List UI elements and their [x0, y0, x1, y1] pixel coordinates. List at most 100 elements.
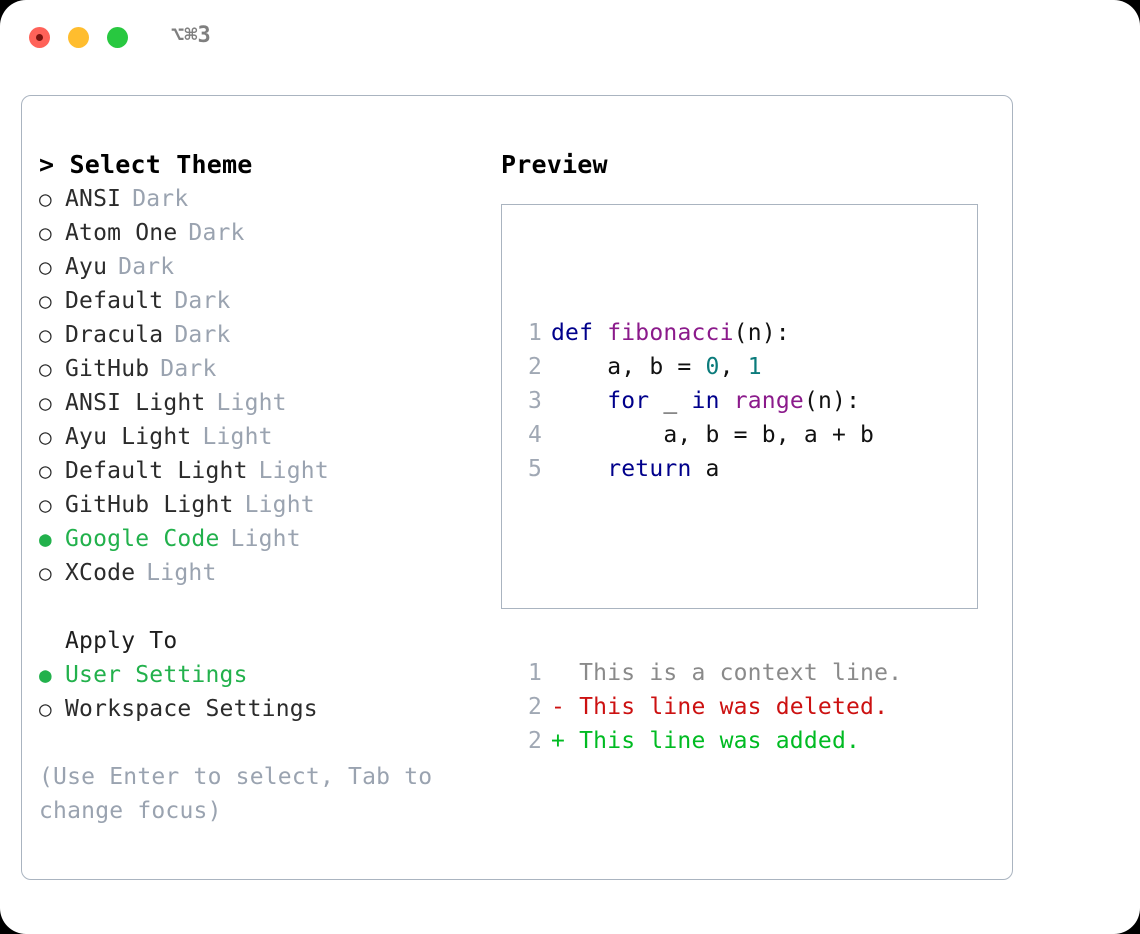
diff-text: + This line was added. — [551, 728, 861, 754]
theme-option-category: Light — [202, 424, 273, 450]
apply-to-section: Apply To ●User Settings ○ Workspace Settin… — [39, 624, 489, 726]
code-token-fn: fibonacci — [607, 320, 734, 346]
radio-unselected-icon: ○ — [39, 289, 52, 313]
code-token-kw: for — [607, 388, 650, 414]
theme-option-category: Light — [230, 526, 301, 552]
code-line: 4 a, b = b, a + b — [516, 418, 902, 452]
line-number: 5 — [527, 456, 542, 482]
radio-unselected-icon: ○ — [39, 187, 52, 211]
theme-option-label: Atom One — [65, 220, 178, 246]
line-number: 4 — [527, 422, 542, 448]
code-token-pl: a, b = b, a + b — [551, 422, 875, 448]
theme-option-category: Dark — [188, 220, 245, 246]
radio-unselected-icon: ○ — [39, 561, 52, 585]
theme-option-label: Default Light — [65, 458, 248, 484]
radio-unselected-icon: ○ — [39, 425, 52, 449]
code-token-pl: a, b = — [551, 354, 706, 380]
code-token-pl — [720, 388, 734, 414]
code-text: for _ in range(n): — [542, 388, 860, 414]
theme-option-label: ANSI — [65, 186, 122, 212]
theme-option-label: XCode — [65, 560, 136, 586]
theme-option-ansi-light[interactable]: ○ ANSI Light Light — [39, 386, 489, 420]
diff-line-ctx: 1 This is a context line. — [516, 656, 902, 690]
code-token-pl — [551, 456, 607, 482]
theme-option-label: GitHub Light — [65, 492, 234, 518]
theme-option-category: Dark — [118, 254, 175, 280]
theme-option-ayu[interactable]: ○ Ayu Dark — [39, 250, 489, 284]
code-token-pl: (n): — [733, 320, 790, 346]
theme-option-category: Light — [258, 458, 329, 484]
theme-option-google-code[interactable]: ● Google Code Light — [39, 522, 489, 556]
apply-to-list[interactable]: ●User Settings ○ Workspace Settings — [39, 658, 489, 726]
code-token-pl: _ — [649, 388, 692, 414]
line-number: 1 — [527, 660, 542, 686]
apply-to-option-workspace-settings[interactable]: ○ Workspace Settings — [39, 692, 489, 726]
theme-option-atom-one[interactable]: ○ Atom One Dark — [39, 216, 489, 250]
maximize-window-button[interactable] — [107, 27, 128, 48]
minimize-window-button[interactable] — [68, 27, 89, 48]
radio-selected-icon: ● — [39, 663, 52, 687]
theme-option-label: Dracula — [65, 322, 164, 348]
code-line: 5 return a — [516, 452, 902, 486]
theme-option-label: ANSI Light — [65, 390, 206, 416]
code-token-pl — [551, 388, 607, 414]
theme-option-label: Ayu — [65, 254, 108, 280]
close-window-indicator-dot — [36, 34, 43, 41]
code-text: def fibonacci(n): — [542, 320, 790, 346]
code-token-pl: a — [691, 456, 720, 482]
line-number: 2 — [527, 354, 542, 380]
radio-unselected-icon: ○ — [39, 357, 52, 381]
radio-unselected-icon: ○ — [39, 459, 52, 483]
apply-to-option-user-settings[interactable]: ●User Settings — [39, 658, 489, 692]
preview-heading: Preview — [501, 150, 608, 179]
code-line: 3 for _ in range(n): — [516, 384, 902, 418]
theme-option-category: Dark — [174, 322, 231, 348]
line-number: 2 — [527, 694, 542, 720]
code-text: a, b = b, a + b — [542, 422, 874, 448]
select-theme-heading: > Select Theme — [39, 150, 253, 179]
theme-option-default-light[interactable]: ○ Default Light Light — [39, 454, 489, 488]
code-token-pl: (n): — [803, 388, 861, 414]
code-token-kw: in — [691, 388, 720, 414]
apply-to-heading: Apply To — [65, 628, 178, 654]
radio-unselected-icon: ○ — [39, 391, 52, 415]
diff-line-add: 2 + This line was added. — [516, 724, 902, 758]
line-number: 1 — [527, 320, 542, 346]
code-line: 2 a, b = 0, 1 — [516, 350, 902, 384]
theme-option-category: Dark — [160, 356, 217, 382]
line-number: 2 — [527, 728, 542, 754]
theme-option-github[interactable]: ○ GitHub Dark — [39, 352, 489, 386]
radio-unselected-icon: ○ — [39, 697, 52, 721]
theme-option-category: Light — [216, 390, 287, 416]
theme-option-label: GitHub — [65, 356, 150, 382]
code-text: return a — [542, 456, 720, 482]
code-token-num: 1 — [747, 354, 762, 380]
code-token-pl: , — [719, 354, 748, 380]
radio-selected-icon: ● — [39, 527, 52, 551]
diff-text: - This line was deleted. — [551, 694, 889, 720]
diff-lines: 1 This is a context line. 2 - This line wa… — [516, 656, 902, 758]
code-diff-spacer — [516, 554, 902, 588]
theme-option-label: Google Code — [65, 526, 220, 552]
keyboard-hint-text: (Use Enter to select, Tab to change focu… — [39, 764, 433, 824]
radio-unselected-icon: ○ — [39, 255, 52, 279]
diff-text: This is a context line. — [551, 660, 903, 686]
apply-to-option-label: Workspace Settings — [65, 696, 318, 722]
code-token-fn: range — [733, 388, 804, 414]
theme-option-category: Dark — [174, 288, 231, 314]
radio-unselected-icon: ○ — [39, 221, 52, 245]
radio-unselected-icon: ○ — [39, 493, 52, 517]
diff-line-del: 2 - This line was deleted. — [516, 690, 902, 724]
